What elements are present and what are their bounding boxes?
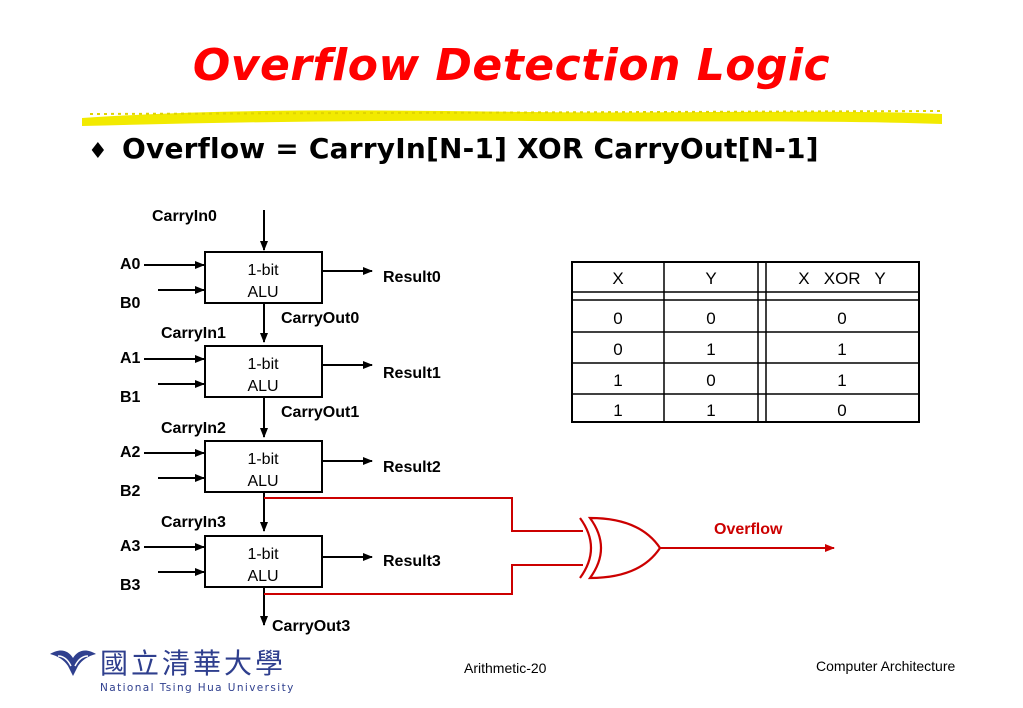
input-a3-label: A3 <box>120 538 141 555</box>
university-name-chinese: 國立清華大學 <box>100 647 287 680</box>
alu-label-line2: ALU <box>247 378 278 395</box>
slide-title: Overflow Detection Logic <box>192 40 831 91</box>
table-cell: 0 <box>706 309 715 328</box>
table-cell: 1 <box>613 401 622 420</box>
table-cell: 1 <box>706 401 715 420</box>
table-cell: 0 <box>613 309 622 328</box>
university-name-english: National Tsing Hua University <box>100 682 295 694</box>
carry-in-3-label: CarryIn3 <box>161 514 226 531</box>
carry-in-2-label: CarryIn2 <box>161 420 226 437</box>
table-cell: 0 <box>613 340 622 359</box>
xor-overflow-logic: Overflow <box>264 497 835 595</box>
university-logo: 國立清華大學 National Tsing Hua University <box>48 642 293 702</box>
result-2-label: Result2 <box>383 459 441 476</box>
alu-label-line2: ALU <box>247 473 278 490</box>
input-a0-label: A0 <box>120 256 141 273</box>
bullet-diamond-icon: ♦ <box>88 139 108 164</box>
alu-label-line2: ALU <box>247 284 278 301</box>
table-cell: 1 <box>837 371 846 390</box>
course-label: Computer Architecture <box>816 658 956 674</box>
carry-out-3-label: CarryOut3 <box>272 618 350 635</box>
table-header-y: Y <box>705 269 716 288</box>
result-0-label: Result0 <box>383 269 441 286</box>
input-b0-label: B0 <box>120 295 141 312</box>
carry-out-1-label: CarryOut1 <box>281 404 359 421</box>
carry-in-0-label: CarryIn0 <box>152 208 217 225</box>
table-header-xor: X XOR Y <box>798 269 886 288</box>
table-cell: 0 <box>837 401 846 420</box>
table-cell: 1 <box>706 340 715 359</box>
input-a2-label: A2 <box>120 444 141 461</box>
result-3-label: Result3 <box>383 553 441 570</box>
input-b3-label: B3 <box>120 577 141 594</box>
table-cell: 0 <box>837 309 846 328</box>
university-emblem-icon <box>50 650 96 676</box>
table-cell: 1 <box>613 371 622 390</box>
alu-stage-0: 1-bit ALU A0 B0 Result0 CarryOut0 CarryI… <box>120 251 441 343</box>
alu-stage-1: 1-bit ALU A1 B1 Result1 CarryOut1 CarryI… <box>120 345 441 438</box>
table-header-x: X <box>612 269 623 288</box>
page-label: Arithmetic-20 <box>464 660 547 676</box>
alu-label-line1: 1-bit <box>247 451 279 468</box>
xor-truth-table: X Y X XOR Y 0 0 0 0 1 1 1 0 1 1 1 0 <box>571 261 920 423</box>
alu-label-line1: 1-bit <box>247 356 279 373</box>
title-underline <box>82 110 942 126</box>
carry-out-0-label: CarryOut0 <box>281 310 359 327</box>
result-1-label: Result1 <box>383 365 441 382</box>
alu-stage-3: 1-bit ALU A3 B3 Result3 CarryOut3 <box>120 535 441 635</box>
input-b2-label: B2 <box>120 483 141 500</box>
table-cell: 0 <box>706 371 715 390</box>
overflow-label: Overflow <box>714 521 783 538</box>
xor-gate <box>587 516 662 580</box>
overflow-formula: Overflow = CarryIn[N-1] XOR CarryOut[N-1… <box>122 132 819 165</box>
carry-in-1-label: CarryIn1 <box>161 325 226 342</box>
alu-label-line2: ALU <box>247 568 278 585</box>
alu-label-line1: 1-bit <box>247 546 279 563</box>
table-cell: 1 <box>837 340 846 359</box>
alu-stage-2: 1-bit ALU A2 B2 Result2 CarryIn3 <box>120 440 441 532</box>
input-b1-label: B1 <box>120 389 141 406</box>
input-a1-label: A1 <box>120 350 141 367</box>
alu-label-line1: 1-bit <box>247 262 279 279</box>
